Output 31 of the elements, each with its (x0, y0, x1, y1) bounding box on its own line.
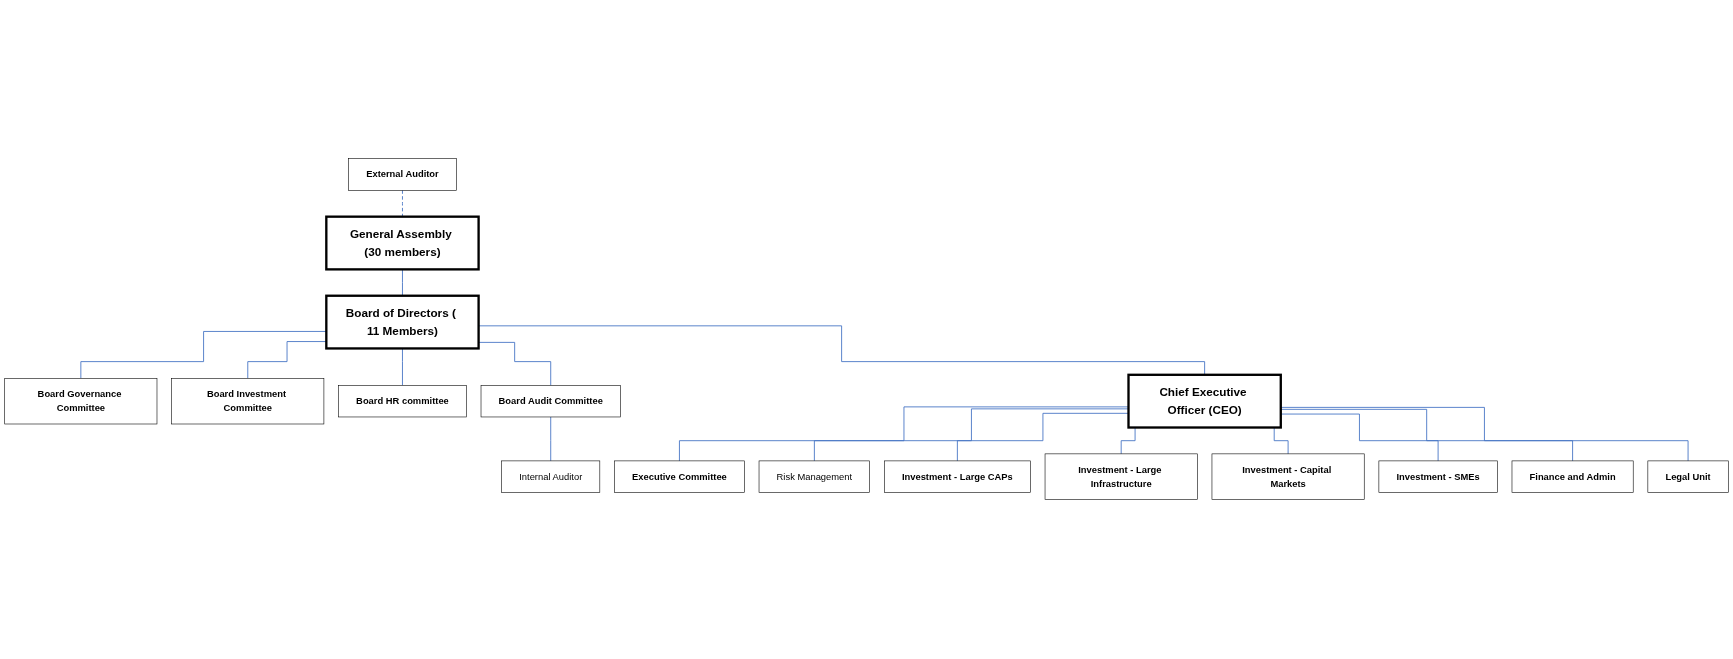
connector (1280, 414, 1439, 462)
node-box: Risk Management (758, 460, 870, 494)
node-box: Investment - Capital Markets (1211, 453, 1365, 501)
connector (678, 406, 1129, 462)
node-box: Investment - Large CAPs (884, 460, 1031, 494)
connector (247, 341, 327, 380)
connector (1280, 407, 1689, 462)
connector (956, 413, 1129, 462)
node-box: Board of Directors ( 11 Members) (325, 294, 480, 350)
node-box: Executive Committee (614, 460, 745, 494)
node-box: Legal Unit (1647, 460, 1729, 494)
connector (402, 348, 403, 387)
connector (1280, 409, 1574, 462)
node-box: Chief Executive Officer (CEO) (1127, 374, 1282, 430)
connector (402, 269, 403, 297)
connector (80, 331, 327, 380)
node-box: Board Audit Committee (480, 385, 621, 418)
node-box: Investment - Large Infrastructure (1044, 453, 1198, 501)
node-box: Internal Auditor (501, 460, 601, 494)
connector (478, 342, 552, 387)
node-box: Board Governance Committee (4, 378, 158, 425)
connector (813, 408, 1129, 462)
node-box: Board HR committee (338, 385, 467, 418)
node-box: General Assembly (30 members) (325, 215, 480, 271)
node-box: Board Investment Committee (171, 378, 325, 425)
connector (478, 325, 1206, 376)
node-box: Investment - SMEs (1378, 460, 1498, 494)
node-box: Finance and Admin (1511, 460, 1634, 494)
connector (402, 190, 403, 218)
connector (550, 416, 552, 462)
node-box: External Auditor (348, 158, 457, 191)
